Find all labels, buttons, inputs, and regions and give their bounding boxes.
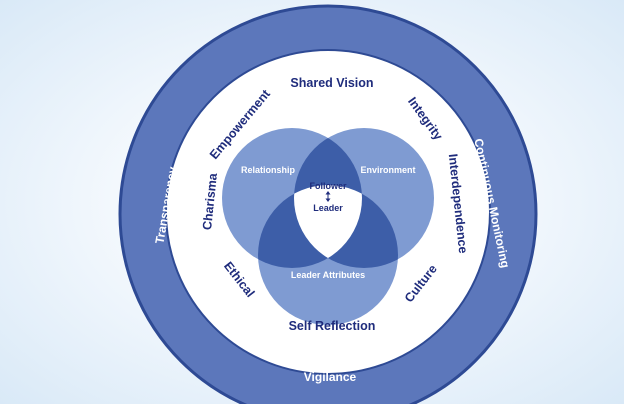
leader-attributes-label: Leader Attributes bbox=[291, 270, 365, 280]
leader-label: Leader bbox=[313, 203, 343, 213]
self-reflection-label: Self Reflection bbox=[289, 319, 376, 333]
relationship-label: Relationship bbox=[241, 165, 296, 175]
double-arrow-icon bbox=[325, 191, 331, 202]
charisma-label: Charisma bbox=[200, 171, 220, 230]
vigilance-label: Vigilance bbox=[304, 370, 357, 384]
shared-vision-label: Shared Vision bbox=[290, 76, 373, 90]
environment-label: Environment bbox=[360, 165, 415, 175]
center-overlap bbox=[294, 185, 362, 268]
follower-label: Follower bbox=[309, 181, 346, 191]
